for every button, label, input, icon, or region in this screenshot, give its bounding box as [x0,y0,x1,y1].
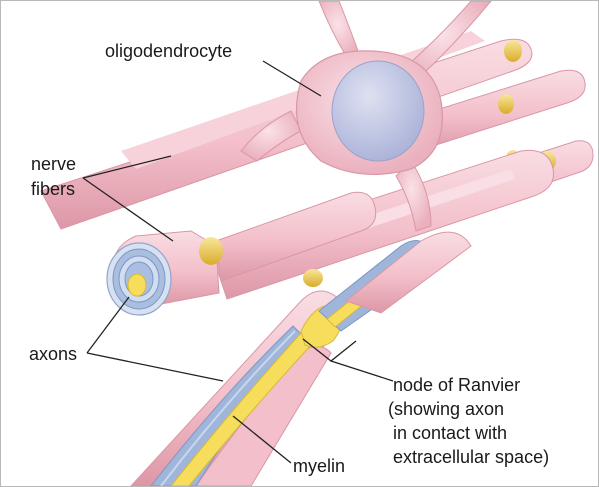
leader-nerve-fibers-1 [82,155,172,179]
lower-nerve-fiber [130,231,472,486]
label-node-line2: (showing axon [388,399,505,419]
leader-node [330,360,394,382]
leader-nerve-fibers-2 [82,177,174,242]
label-myelin: myelin [293,456,346,476]
leader-axons-1 [86,296,130,354]
label-node-line1: node of Ranvier [393,375,521,395]
label-nerve-fibers-line2: fibers [31,179,76,199]
label-node-line4: extracellular space) [393,447,550,467]
leader-myelin [232,415,292,464]
leader-oligodendrocyte [262,60,322,97]
label-nerve-fibers-line1: nerve [31,154,77,174]
leader-axons-2 [86,352,224,382]
label-oligodendrocyte: oligodendrocyte [105,41,233,61]
oligodendrocyte-cell [240,1,492,232]
cut-fiber-cross-section [106,191,377,316]
label-node-line3: in contact with [393,423,508,443]
label-axons: axons [29,344,78,364]
leader-lines [82,60,394,464]
